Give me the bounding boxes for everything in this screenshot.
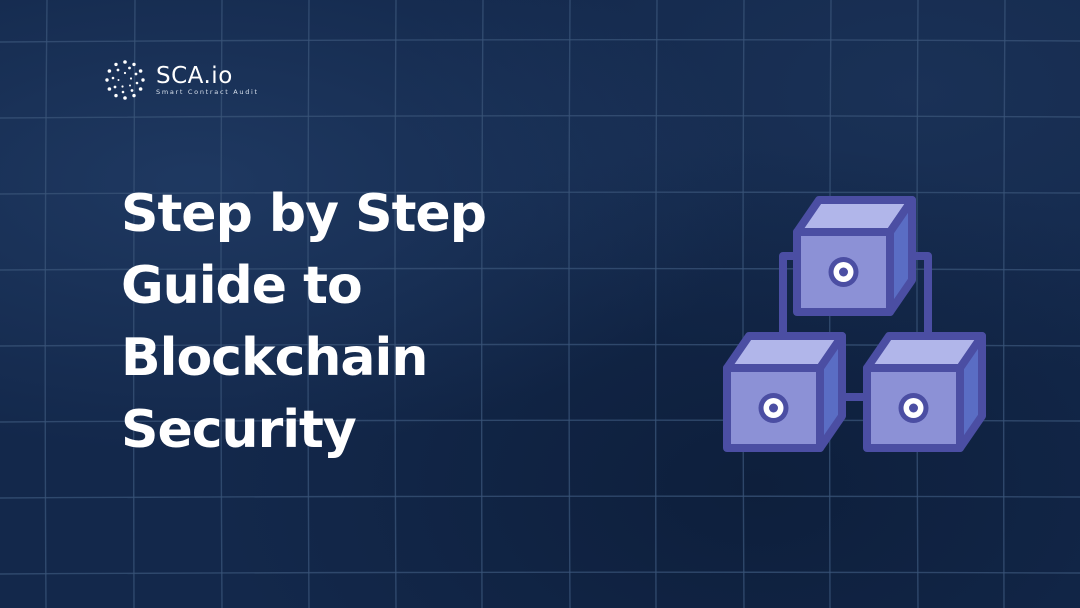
blockchain-cubes-icon	[723, 196, 986, 452]
logo-text: SCA.io Smart Contract Audit	[156, 64, 259, 97]
right-cube	[863, 332, 986, 452]
logo-name: SCA.io	[156, 62, 233, 89]
headline-line: Blockchain	[121, 328, 428, 388]
headline-line: Security	[121, 400, 357, 460]
headline: Step by Step Guide to Blockchain Securit…	[121, 178, 541, 466]
sca-logo: SCA.io Smart Contract Audit	[104, 59, 259, 101]
top-cube	[793, 196, 916, 316]
headline-line: Step by Step	[121, 184, 487, 244]
dot-circle-logo-icon	[105, 60, 145, 100]
left-cube	[723, 332, 846, 452]
logo-tagline: Smart Contract Audit	[156, 87, 259, 96]
headline-line: Guide to	[121, 256, 363, 316]
